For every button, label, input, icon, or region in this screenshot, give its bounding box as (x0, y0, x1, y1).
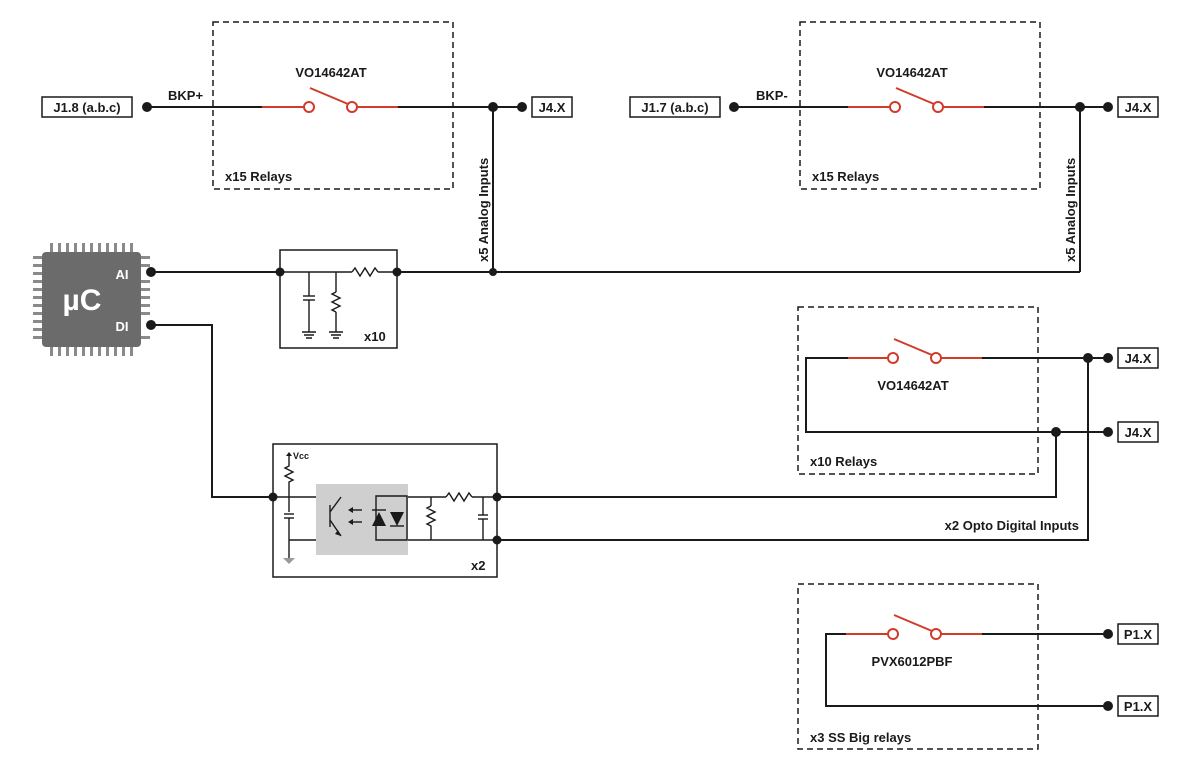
bidirectional-led-icon (372, 495, 408, 541)
resistor-icon (330, 291, 342, 313)
opto-inputs-label: x2 Opto Digital Inputs (945, 518, 1079, 533)
relay-group-frame (212, 21, 454, 190)
relay-group-frame (797, 583, 1039, 750)
ground-icon (302, 331, 316, 339)
connector-j4x[interactable] (1117, 96, 1159, 118)
connector-j18-label: J1.8 (a.b.c) (53, 100, 120, 115)
relay-count-label: x15 Relays (812, 169, 879, 184)
connector-j4x[interactable] (1117, 347, 1159, 369)
node (517, 102, 527, 112)
relay-part-label: VO14642AT (877, 378, 948, 393)
switch-blade-icon (309, 87, 349, 105)
switch-contact (930, 352, 942, 364)
relay-count-label: x15 Relays (225, 169, 292, 184)
ss-part-label: PVX6012PBF (872, 654, 953, 669)
resistor-icon (425, 505, 437, 540)
node (1103, 629, 1113, 639)
relay-part-label: VO14642AT (295, 65, 366, 80)
relay-group-x10: VO14642AT x10 Relays J4.X J4.X (797, 306, 1159, 475)
switch-contact (887, 352, 899, 364)
wire-di (151, 324, 273, 498)
mcu-pin-ai-label: AI (116, 267, 129, 282)
mcu-pin-di-label: DI (116, 319, 129, 334)
connector-j4x-label: J4.X (1125, 100, 1152, 115)
node (1103, 427, 1113, 437)
analog-inputs-label: x5 Analog Inputs (476, 158, 491, 262)
switch-contact (346, 101, 358, 113)
relay-group-frame (797, 306, 1039, 475)
relay-count-label: x3 SS Big relays (810, 730, 911, 745)
vcc-arrow-icon (286, 452, 292, 456)
connector-j17-label: J1.7 (a.b.c) (641, 100, 708, 115)
relay-group-bkp-plus: J1.8 (a.b.c) BKP+ VO14642AT x15 Relays J… (41, 21, 573, 272)
resistor-icon (445, 491, 473, 503)
relay-group-frame (799, 21, 1041, 190)
bkp-plus-label: BKP+ (168, 88, 203, 103)
connector-j4x-label: J4.X (1125, 425, 1152, 440)
filter-count-label: x10 (364, 329, 386, 344)
resistor-icon (351, 266, 379, 278)
wire-opto-out-1 (497, 432, 1057, 498)
switch-contact (887, 628, 899, 640)
wire-opto-out-2 (497, 358, 1089, 541)
relay-group-bkp-minus: J1.7 (a.b.c) BKP- VO14642AT x15 Relays J… (629, 21, 1159, 272)
node (1103, 353, 1113, 363)
switch-contact (889, 101, 901, 113)
connector-j4x[interactable] (1117, 421, 1159, 443)
connector-p1x[interactable] (1117, 623, 1159, 645)
connector-p1x-label: P1.X (1124, 699, 1153, 714)
resistor-icon (283, 460, 295, 492)
switch-contact (303, 101, 315, 113)
vcc-label: Vcc (293, 451, 309, 461)
node (1103, 102, 1113, 112)
ground-icon (329, 331, 343, 339)
connector-j4x-label: J4.X (1125, 351, 1152, 366)
light-arrows-icon (348, 507, 362, 525)
analog-inputs-label: x5 Analog Inputs (1063, 158, 1078, 262)
connector-j17[interactable] (629, 96, 721, 118)
connector-j4x[interactable] (531, 96, 573, 118)
switch-blade-icon (893, 614, 933, 632)
connector-j18[interactable] (41, 96, 133, 118)
relay-part-label: VO14642AT (876, 65, 947, 80)
opto-input-block: Vcc (146, 320, 1089, 578)
node (489, 268, 497, 276)
mcu-pins (33, 243, 150, 356)
mcu-body (42, 252, 141, 347)
relay-count-label: x10 Relays (810, 454, 877, 469)
microcontroller[interactable]: µC AI DI (33, 243, 150, 356)
wire-loop (805, 357, 1056, 433)
mcu-label: µC (63, 284, 102, 317)
opto-count-label: x2 (471, 558, 485, 573)
connector-j4x-label: J4.X (539, 100, 566, 115)
connector-p1x[interactable] (1117, 695, 1159, 717)
wire-loop (825, 633, 1108, 707)
node (1103, 701, 1113, 711)
switch-blade-icon (893, 338, 933, 356)
ground-icon (283, 558, 295, 564)
switch-contact (930, 628, 942, 640)
analog-filter-block: x10 (146, 249, 1080, 349)
connector-p1x-label: P1.X (1124, 627, 1153, 642)
bkp-minus-label: BKP- (756, 88, 788, 103)
switch-blade-icon (895, 87, 935, 105)
relay-group-ss: PVX6012PBF x3 SS Big relays P1.X P1.X (797, 583, 1159, 750)
phototransistor-icon (329, 496, 342, 537)
switch-contact (932, 101, 944, 113)
